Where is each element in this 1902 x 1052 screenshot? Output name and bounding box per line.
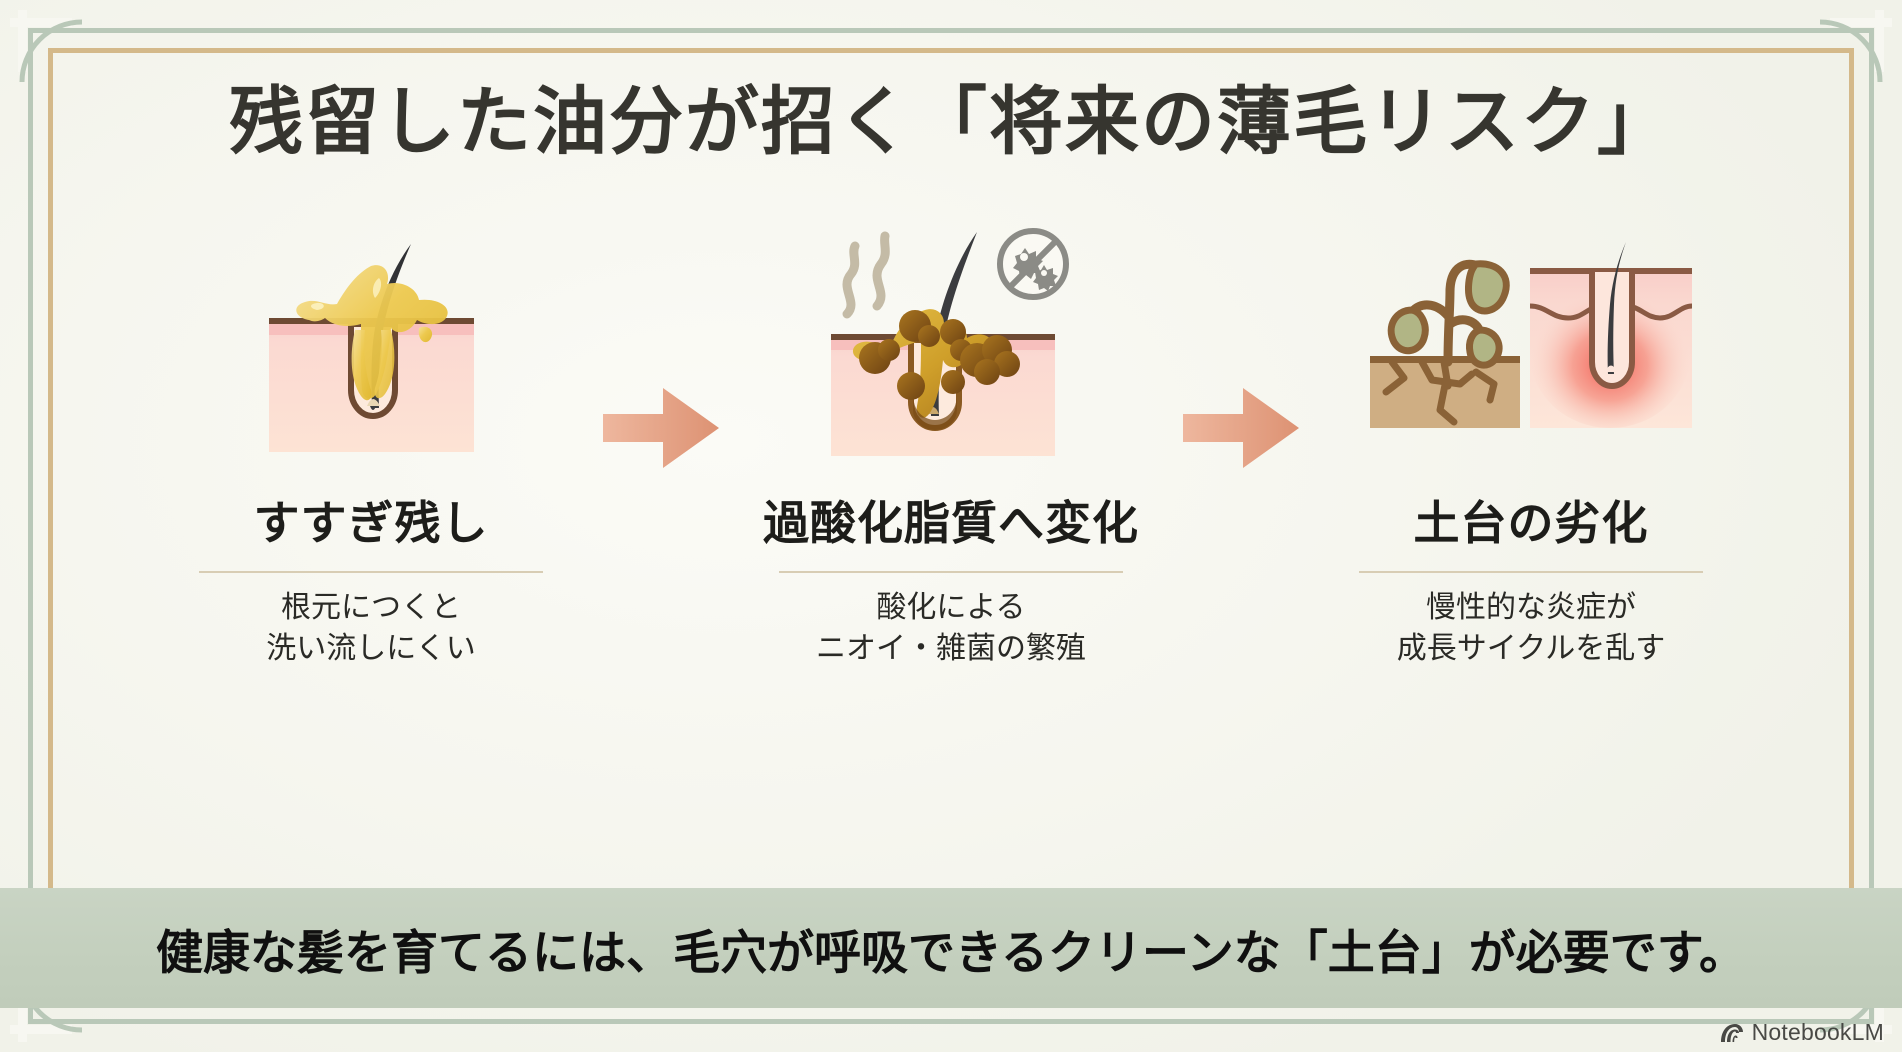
flow-arrow-2-cell [1166,205,1316,473]
flow-step-1-subtitle-line2: 洗い流しにくい [266,632,476,666]
residual-sebum-illustration [156,205,586,465]
flow-step-3: 土台の劣化 慢性的な炎症が 成長サイクルを乱す [1316,205,1746,670]
flow-step-2: 過酸化脂質へ変化 酸化による ニオイ・雑菌の繁殖 [736,205,1166,670]
summary-banner-text: 健康な髪を育てるには、毛穴が呼吸できるクリーンな「土台」が必要です。 [155,925,1746,979]
flow-step-1-title: すすぎ残し [253,497,489,549]
wilting-plant-icon [1370,259,1520,428]
flow-step-2-subtitle-line2: ニオイ・雑菌の繁殖 [816,632,1086,666]
flow-step-2-subtitle: 酸化による ニオイ・雑菌の繁殖 [816,587,1086,670]
page-title: 残留した油分が招く「将来の薄毛リスク」 [229,80,1673,163]
process-flow: すすぎ残し 根元につくと 洗い流しにくい [60,205,1842,665]
oxidized-sebum-illustration [736,205,1166,465]
summary-banner: 健康な髪を育てるには、毛穴が呼吸できるクリーンな「土台」が必要です。 [0,888,1902,1008]
flow-step-2-subtitle-line1: 酸化による [876,591,1026,624]
flow-step-3-subtitle-line2: 成長サイクルを乱す [1396,632,1666,666]
flow-step-1-divider [199,571,543,573]
arrow-right-icon [603,388,719,468]
notebooklm-icon [1720,1023,1743,1042]
notebooklm-watermark: NotebookLM [1718,1019,1884,1046]
flow-step-3-subtitle-line1: 慢性的な炎症が [1426,591,1636,624]
flow-step-2-divider [779,571,1123,573]
degraded-foundation-illustration [1316,205,1746,465]
flow-step-1-subtitle: 根元につくと 洗い流しにくい [266,587,475,670]
flow-arrow-1-cell [586,205,736,473]
arrow-right-icon [1183,388,1299,468]
notebooklm-label: NotebookLM [1751,1019,1884,1045]
no-bacteria-icon [997,228,1069,300]
flow-step-1: すすぎ残し 根元につくと 洗い流しにくい [156,205,586,670]
odor-lines-icon [842,231,890,319]
flow-step-3-divider [1359,571,1703,573]
flow-step-2-title: 過酸化脂質へ変化 [763,497,1139,549]
flow-step-1-subtitle-line1: 根元につくと [281,591,461,624]
inflamed-follicle-icon [1529,242,1693,428]
flow-step-3-title: 土台の劣化 [1413,497,1649,549]
flow-step-3-subtitle: 慢性的な炎症が 成長サイクルを乱す [1397,587,1666,670]
